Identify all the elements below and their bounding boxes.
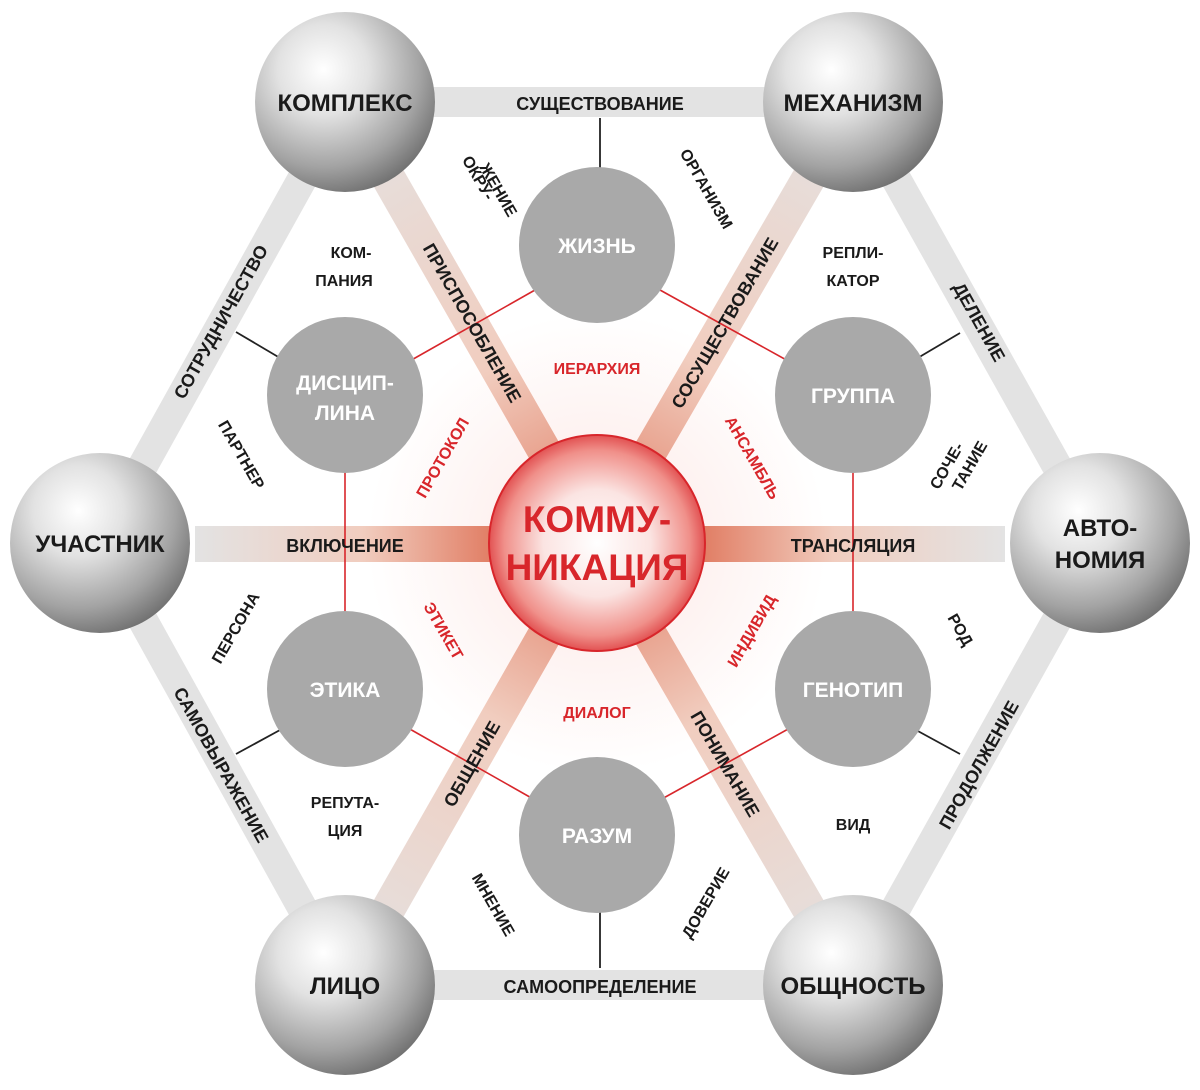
label-replikator-1: РЕПЛИ- — [823, 245, 884, 262]
node-genotip — [775, 611, 931, 767]
razum-label: РАЗУМ — [562, 825, 632, 848]
label-reputatsiya-2: ЦИЯ — [328, 823, 363, 840]
node-etika — [267, 611, 423, 767]
node-obshchnost — [763, 895, 943, 1075]
gruppa-label: ГРУППА — [811, 385, 895, 408]
spoke-label-vklyuchenie: ВКЛЮЧЕНИЕ — [286, 536, 404, 556]
red-label-ierarkhiya: ИЕРАРХИЯ — [554, 361, 641, 378]
uchastnik-label: УЧАСТНИК — [35, 531, 165, 558]
label-replikator-2: КАТОР — [826, 273, 879, 290]
edge-label-upper-left: СОТРУДНИЧЕСТВО — [170, 242, 272, 403]
label-partner: ПАРТНЕР — [214, 418, 267, 493]
avtonomiya-label-1: АВТО- — [1063, 515, 1137, 542]
distsiplina-label-2: ЛИНА — [315, 402, 375, 425]
label-mnenie: МНЕНИЕ — [468, 871, 518, 940]
label-kompaniya-1: КОМ- — [331, 245, 372, 262]
edge-label-lower-left: САМОВЫРАЖЕНИЕ — [170, 684, 273, 846]
edge-label-bottom: САМООПРЕДЕЛЕНИЕ — [504, 977, 697, 997]
genotip-label: ГЕНОТИП — [803, 679, 903, 702]
label-kompaniya-2: ПАНИЯ — [315, 273, 373, 290]
node-avtonomiya — [1010, 453, 1190, 633]
label-doverie: ДОВЕРИЕ — [679, 865, 733, 942]
node-distsiplina — [267, 317, 423, 473]
node-kompleks — [255, 12, 435, 192]
node-mekhanizm — [763, 12, 943, 192]
avtonomiya-label-2: НОМИЯ — [1055, 547, 1146, 574]
spoke-to-avtonomiya — [695, 526, 1005, 562]
center-label-2: НИКАЦИЯ — [506, 547, 689, 588]
black-connectors — [235, 118, 961, 968]
red-label-dialog: ДИАЛОГ — [563, 705, 630, 722]
node-razum — [519, 757, 675, 913]
distsiplina-label-1: ДИСЦИП- — [296, 372, 394, 395]
node-gruppa — [775, 317, 931, 473]
label-reputatsiya-1: РЕПУТА- — [311, 795, 379, 812]
node-litso — [255, 895, 435, 1075]
label-rod: РОД — [944, 611, 976, 650]
inner-nodes — [267, 167, 931, 913]
obshchnost-label: ОБЩНОСТЬ — [780, 973, 925, 1000]
etika-label: ЭТИКА — [310, 679, 381, 702]
spoke-label-translyatsiya: ТРАНСЛЯЦИЯ — [791, 536, 916, 556]
node-uchastnik — [10, 453, 190, 633]
outer-nodes — [10, 12, 1190, 1075]
edge-label-lower-right: ПРОДОЛЖЕНИЕ — [935, 697, 1023, 832]
node-zhizn — [519, 167, 675, 323]
label-vid: ВИД — [836, 817, 871, 834]
zhizn-label: ЖИЗНЬ — [557, 235, 636, 258]
inner-red-connectors — [344, 289, 854, 801]
label-organizm: ОРГАНИЗМ — [676, 146, 735, 232]
node-kommunikatsiya — [488, 434, 706, 652]
label-persona: ПЕРСОНА — [209, 589, 264, 666]
center-label-1: КОММУ- — [523, 499, 671, 540]
mekhanizm-label: МЕХАНИЗМ — [784, 90, 923, 117]
kompleks-label: КОМПЛЕКС — [277, 90, 412, 117]
edge-label-top: СУЩЕСТВОВАНИЕ — [516, 94, 683, 114]
spoke-to-uchastnik — [195, 526, 500, 562]
litso-label: ЛИЦО — [310, 973, 380, 1000]
